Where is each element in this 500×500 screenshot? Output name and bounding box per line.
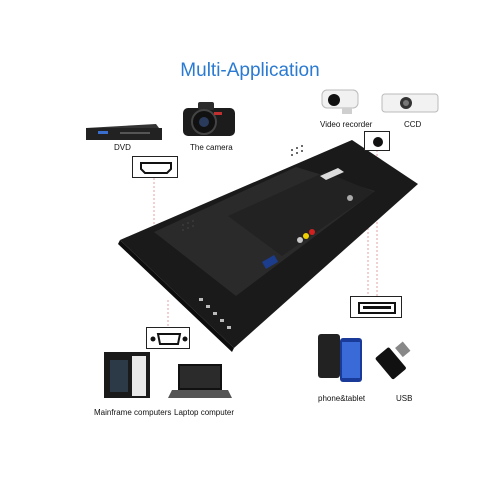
label-ccd: CCD bbox=[404, 120, 422, 129]
hdmi-port-icon bbox=[140, 162, 172, 174]
vga-port-icon bbox=[150, 333, 188, 345]
ccd-port-box bbox=[364, 131, 390, 151]
usb-image bbox=[375, 341, 411, 380]
label-camera: The camera bbox=[190, 143, 233, 152]
camera-image bbox=[183, 102, 235, 136]
phone-image bbox=[318, 334, 362, 382]
dvd-player-image bbox=[86, 124, 162, 140]
ccd-port-icon bbox=[373, 137, 383, 147]
vga-port-box bbox=[146, 327, 190, 349]
label-phone: phone&tablet bbox=[318, 394, 366, 403]
label-mainframe: Mainframe computers bbox=[94, 408, 172, 417]
usb-port-icon bbox=[358, 302, 396, 314]
hdmi-port-box bbox=[132, 156, 178, 178]
label-laptop: Laptop computer bbox=[174, 408, 235, 417]
page-title: Multi-Application bbox=[180, 60, 320, 81]
mainframe-image bbox=[104, 352, 150, 398]
monitor-illustration bbox=[118, 140, 418, 352]
ccd-image bbox=[381, 93, 439, 113]
label-video-recorder: Video recorder bbox=[320, 120, 373, 129]
label-usb: USB bbox=[396, 394, 413, 403]
video-recorder-image bbox=[321, 89, 359, 114]
usb-port-box bbox=[350, 296, 402, 318]
label-dvd: DVD bbox=[114, 143, 131, 152]
laptop-image bbox=[168, 364, 232, 398]
